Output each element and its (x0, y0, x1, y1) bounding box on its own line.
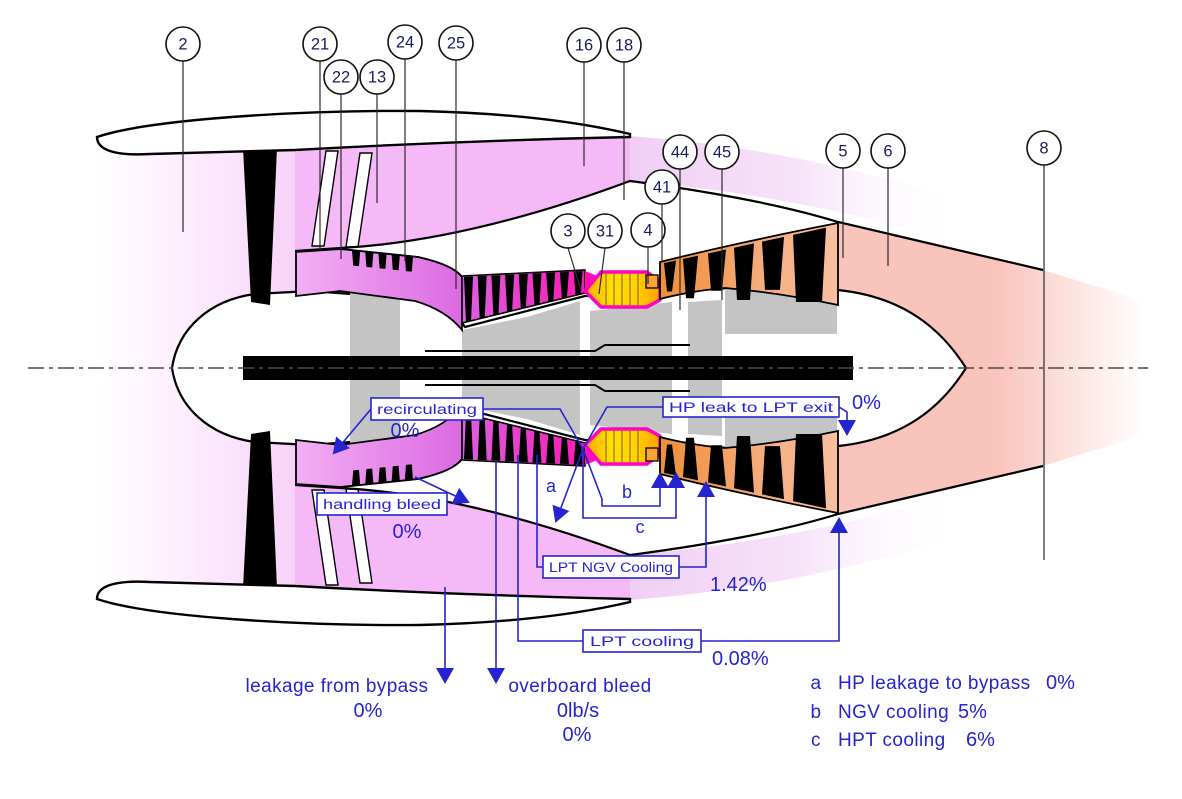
station-number-18: 18 (615, 37, 633, 55)
legend-key-c: c (811, 730, 821, 751)
recirculating-text: recirculating (377, 402, 477, 417)
booster-blades (352, 250, 413, 272)
station-circle-5 (825, 133, 861, 169)
station-number-2: 2 (178, 36, 187, 54)
legend-label-c: HPT cooling (838, 730, 946, 751)
bypass-duct (295, 136, 630, 251)
legend-key-a: a (811, 673, 822, 694)
hpc-blades (464, 271, 583, 322)
leakage-from-bypass-value: 0% (354, 700, 383, 722)
station-circle-31 (587, 213, 623, 249)
station-circle-44 (662, 134, 698, 170)
legend-label-a: HP leakage to bypass (838, 673, 1031, 694)
station-circle-41 (644, 169, 680, 205)
station-number-13: 13 (368, 69, 386, 87)
lpt-cooling-text: LPT cooling (590, 634, 694, 649)
station-circle-4 (630, 212, 666, 248)
station-circle-6 (870, 133, 906, 169)
stream-letter-b: b (622, 482, 632, 502)
handling-bleed-text: handling bleed (323, 497, 441, 512)
station-circle-16 (566, 27, 602, 63)
station-circle-24 (387, 24, 423, 60)
core-inlet-line (340, 248, 463, 278)
station-leader-31 (598, 247, 606, 295)
station-circle-25 (438, 25, 474, 61)
handling-bleed-value: 0% (393, 521, 422, 543)
hp-leak-label: HP leak to LPT exit 0% (662, 392, 881, 418)
station-number-31: 31 (596, 223, 614, 241)
lpt-cooling-value: 0.08% (712, 648, 769, 670)
station-number-41: 41 (653, 179, 671, 197)
hp-leak-text: HP leak to LPT exit (669, 400, 833, 415)
station-number-25: 25 (447, 35, 465, 53)
legend-value-a: 0% (1046, 672, 1075, 694)
leakage-from-bypass-label: leakage from bypass 0% (246, 676, 429, 722)
station-number-21: 21 (311, 36, 329, 54)
cooling-legend: a HP leakage to bypass 0% b NGV cooling … (811, 672, 1076, 751)
engine-upper-half (95, 109, 1044, 368)
station-circle-13 (359, 59, 395, 95)
overboard-bleed-flow: 0lb/s (557, 700, 599, 722)
overboard-bleed-pct: 0% (563, 724, 592, 746)
stream-letters: a b c (546, 476, 645, 537)
station-circle-2 (165, 26, 201, 62)
overboard-bleed-label: overboard bleed 0lb/s 0% (508, 676, 651, 746)
station-number-3: 3 (563, 223, 572, 241)
station-number-6: 6 (883, 143, 892, 161)
combustor-end-cap (645, 274, 659, 289)
nacelle (95, 109, 632, 156)
annotation-lines (332, 406, 856, 684)
station-circle-18 (606, 27, 642, 63)
secondary-air-annotations: recirculating 0% HP leak to LPT exit 0% … (246, 392, 1076, 751)
lp-spool-line (425, 344, 690, 352)
handling-bleed-label: handling bleed 0% (316, 492, 448, 543)
station-number-16: 16 (575, 37, 593, 55)
overboard-bleed-text: overboard bleed (508, 676, 651, 697)
station-number-4: 4 (643, 222, 652, 240)
leakage-from-bypass-text: leakage from bypass (246, 676, 429, 697)
station-circle-22 (323, 59, 359, 95)
station-number-24: 24 (396, 34, 414, 52)
legend-value-b: 5% (958, 701, 987, 723)
station-number-5: 5 (838, 143, 847, 161)
stream-letter-a: a (546, 476, 557, 496)
turbine-blades (664, 227, 826, 303)
recirculating-value: 0% (391, 420, 420, 442)
station-leader-3 (567, 247, 582, 291)
station-number-22: 22 (332, 69, 350, 87)
fan-ogv (311, 150, 339, 247)
station-number-45: 45 (713, 144, 731, 162)
legend-label-b: NGV cooling (838, 702, 949, 723)
station-circle-21 (302, 26, 338, 62)
station-circle-45 (704, 134, 740, 170)
fan-blade (243, 148, 277, 305)
station-number-8: 8 (1039, 140, 1048, 158)
lpt-cooling-label: LPT cooling 0.08% (582, 629, 769, 670)
combustor-liner-lines (605, 274, 639, 305)
stream-letter-c: c (636, 517, 645, 537)
lpt-ngv-cooling-value: 1.42% (710, 574, 767, 596)
hp-leak-value: 0% (852, 392, 881, 414)
recirculating-label: recirculating 0% (370, 397, 484, 442)
legend-key-b: b (811, 702, 822, 723)
lpt-ngv-cooling-text: LPT NGV Cooling (549, 560, 673, 575)
station-number-44: 44 (671, 144, 689, 162)
station-circle-3 (550, 213, 586, 249)
station-circle-8 (1026, 130, 1062, 166)
legend-value-c: 6% (966, 729, 995, 751)
lpt-ngv-cooling-label: LPT NGV Cooling 1.42% (542, 555, 767, 596)
